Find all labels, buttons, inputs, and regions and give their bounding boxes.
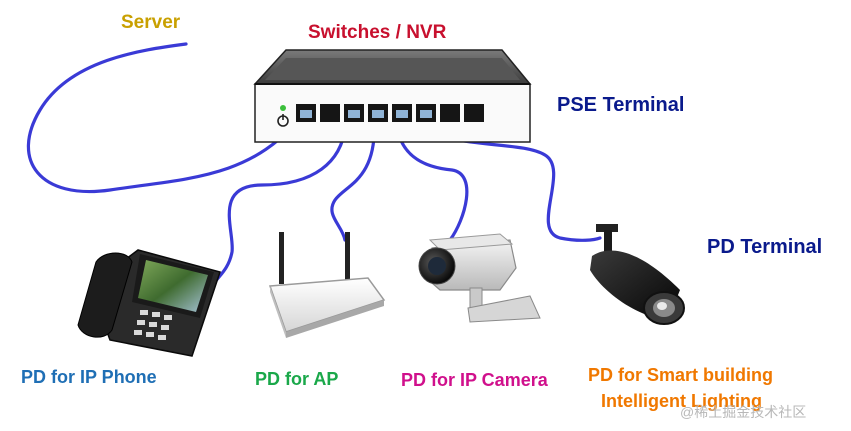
switches-nvr-label: Switches / NVR bbox=[308, 22, 447, 43]
cable-server bbox=[26, 42, 302, 193]
watermark: @稀土掘金技术社区 bbox=[680, 404, 807, 420]
cable-camera bbox=[394, 116, 469, 242]
network-switch-icon bbox=[253, 49, 532, 143]
server-label: Server bbox=[121, 12, 181, 33]
pd-ap-label: PD for AP bbox=[255, 369, 339, 389]
pd-terminal-label: PD Terminal bbox=[707, 236, 823, 258]
pd-ip-camera-label: PD for IP Camera bbox=[401, 370, 548, 390]
pd-smart-building-label: PD for Smart building bbox=[588, 365, 774, 385]
access-point-icon bbox=[268, 232, 386, 338]
pse-terminal-label: PSE Terminal bbox=[557, 94, 685, 116]
ip-phone-icon bbox=[77, 249, 221, 357]
smart-light-icon bbox=[590, 224, 685, 325]
pd-intelligent-lighting-label: Intelligent Lighting bbox=[601, 391, 762, 411]
ip-camera-icon bbox=[418, 233, 541, 323]
cable-phone bbox=[213, 116, 348, 284]
pd-ip-phone-label: PD for IP Phone bbox=[21, 367, 157, 387]
cable-ap bbox=[330, 116, 376, 242]
